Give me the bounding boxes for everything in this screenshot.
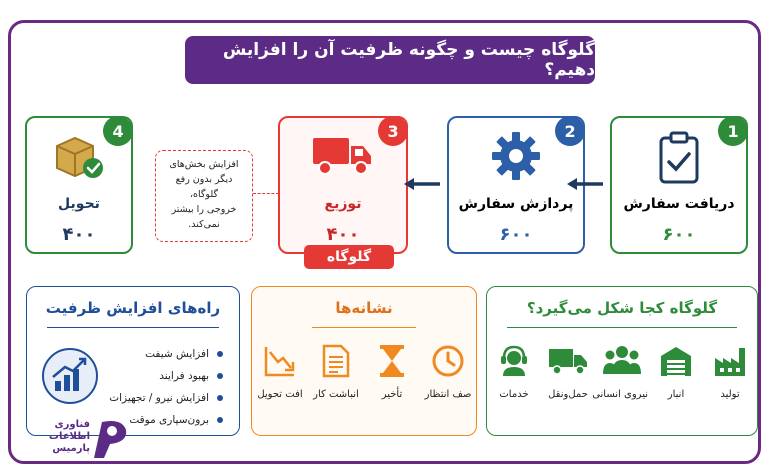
panel-title: راه‌های افزایش ظرفیت xyxy=(45,299,221,317)
logo-line: فناوری xyxy=(54,419,90,430)
arrow-left-icon xyxy=(402,176,442,195)
headset-icon xyxy=(488,339,540,383)
brand-logo: فناوری اطلاعات پارمیس xyxy=(20,414,140,460)
clipboard-check-icon xyxy=(654,130,704,190)
sign-item: تأخیر xyxy=(366,339,418,400)
package-check-icon xyxy=(53,132,105,186)
note-line: افزایش بخش‌های xyxy=(169,159,239,170)
signs-items: صف انتظار تأخیر انباشت کار افت تحویل xyxy=(252,339,476,400)
panel-title: گلوگاه کجا شکل می‌گیرد؟ xyxy=(526,299,718,317)
where-item: حمل‌ونقل xyxy=(542,339,594,400)
gear-icon xyxy=(490,130,542,186)
step-process-order: 2 پردازش سفارش ۶۰۰ xyxy=(447,116,585,254)
people-icon xyxy=(596,339,648,383)
logo-line: اطلاعات xyxy=(49,431,90,442)
where-item-label: نیروی انسانی xyxy=(592,389,648,400)
truck-icon xyxy=(311,130,375,184)
step-value: ۴۰۰ xyxy=(62,224,96,245)
where-item-label: تولید xyxy=(720,389,740,400)
step-badge: 1 xyxy=(718,116,748,146)
factory-icon xyxy=(704,339,756,383)
panel-underline xyxy=(312,327,416,328)
truck-icon xyxy=(542,339,594,383)
step-label: پردازش سفارش xyxy=(458,196,574,212)
document-icon xyxy=(310,339,362,383)
sign-item-label: تأخیر xyxy=(381,389,403,400)
step-label: دریافت سفارش xyxy=(623,196,735,212)
ways-item: بهبود فرایند xyxy=(109,365,223,387)
sign-item-label: صف انتظار xyxy=(424,389,472,400)
step-value: ۶۰۰ xyxy=(662,224,696,245)
panel-title: نشانه‌ها xyxy=(335,299,393,317)
logo-line: پارمیس xyxy=(52,443,90,454)
note-line: دیگر بدون رفع گلوگاه، xyxy=(175,174,233,200)
growth-chart-icon xyxy=(41,347,99,409)
step-distribution: 3 توزیع ۴۰۰ xyxy=(278,116,408,254)
arrow-left-icon xyxy=(565,176,605,195)
step-badge: 2 xyxy=(555,116,585,146)
bottleneck-note: افزایش بخش‌های دیگر بدون رفع گلوگاه، خرو… xyxy=(155,150,253,242)
ways-panel: راه‌های افزایش ظرفیت افزایش شیفت بهبود ف… xyxy=(26,286,240,436)
where-panel: گلوگاه کجا شکل می‌گیرد؟ تولید انبار نیرو… xyxy=(486,286,758,436)
step-value: ۴۰۰ xyxy=(326,224,360,245)
sign-item: صف انتظار xyxy=(422,339,474,400)
where-items: تولید انبار نیروی انسانی حمل‌ونقل خدمات xyxy=(487,339,757,400)
note-connector xyxy=(253,193,279,194)
note-line: خروجی را بیشتر xyxy=(171,204,237,215)
step-value: ۶۰۰ xyxy=(499,224,533,245)
trend-down-icon xyxy=(254,339,306,383)
where-item-label: انبار xyxy=(667,389,685,400)
where-item-label: حمل‌ونقل xyxy=(548,389,588,400)
sign-item-label: انباشت کار xyxy=(313,389,359,400)
signs-panel: نشانه‌ها صف انتظار تأخیر انباشت کار افت … xyxy=(251,286,477,436)
step-delivery: 4 تحویل ۴۰۰ xyxy=(25,116,133,254)
warehouse-icon xyxy=(650,339,702,383)
step-label: تحویل xyxy=(58,196,100,212)
panel-underline xyxy=(507,327,737,328)
sign-item: افت تحویل xyxy=(254,339,306,400)
page-title: گلوگاه چیست و چگونه ظرفیت آن را افزایش د… xyxy=(185,36,595,84)
step-badge: 3 xyxy=(378,116,408,146)
step-badge: 4 xyxy=(103,116,133,146)
clock-icon xyxy=(422,339,474,383)
where-item-label: خدمات xyxy=(499,389,529,400)
hourglass-icon xyxy=(366,339,418,383)
sign-item-label: افت تحویل xyxy=(257,389,303,400)
step-label: توزیع xyxy=(324,196,362,212)
bottleneck-tag: گلوگاه xyxy=(304,245,394,269)
where-item: انبار xyxy=(650,339,702,400)
ways-list: افزایش شیفت بهبود فرایند افزایش نیرو / ت… xyxy=(109,343,223,431)
where-item: تولید xyxy=(704,339,756,400)
where-item: نیروی انسانی xyxy=(592,339,648,400)
panel-underline xyxy=(47,327,219,328)
ways-item: افزایش نیرو / تجهیزات xyxy=(109,387,223,409)
ways-item: برون‌سپاری موقت xyxy=(109,409,223,431)
sign-item: انباشت کار xyxy=(310,339,362,400)
ways-item: افزایش شیفت xyxy=(109,343,223,365)
note-line: نمی‌کند. xyxy=(188,219,220,230)
step-receive-order: 1 دریافت سفارش ۶۰۰ xyxy=(610,116,748,254)
where-item: خدمات xyxy=(488,339,540,400)
